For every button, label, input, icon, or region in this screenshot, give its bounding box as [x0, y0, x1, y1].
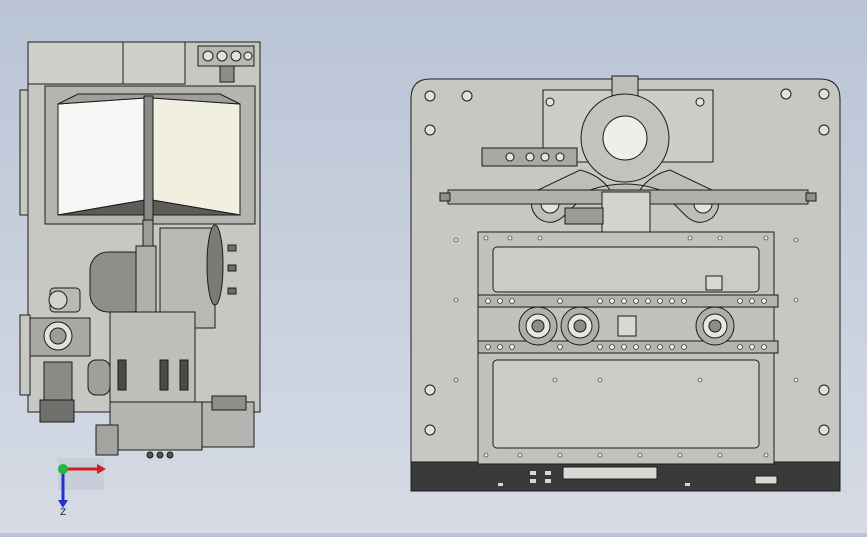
- carriage-slots: [117, 359, 189, 391]
- table-lower-pocket: [492, 359, 760, 449]
- base-indicators: [498, 471, 690, 486]
- front-view[interactable]: [410, 75, 841, 492]
- side-base-block: [109, 401, 203, 451]
- pulley-housing: [159, 227, 216, 329]
- sensor-hex: [617, 315, 637, 337]
- motor-cap: [135, 245, 157, 317]
- axis-x-arrowhead: [97, 464, 106, 474]
- bracket-bolt-left: [545, 97, 555, 107]
- yoke-arms: [531, 169, 719, 223]
- axis-y-arrow: [58, 464, 68, 474]
- bracket-bolt-right: [695, 97, 705, 107]
- side-top-block: [122, 41, 186, 85]
- hopper-right-face: [151, 97, 241, 216]
- axis-z-label: Z: [60, 508, 66, 518]
- rail-top: [477, 294, 779, 308]
- triad-shade: [58, 458, 104, 490]
- hopper-center-shaft: [143, 95, 154, 222]
- table-perimeter-holes: [453, 235, 799, 458]
- front-corner-bolts: [424, 88, 830, 436]
- table-upper-pocket: [492, 246, 760, 293]
- side-elbow-fittings: [29, 287, 91, 423]
- side-left-flange: [19, 89, 29, 216]
- pulley-wheel: [206, 224, 224, 306]
- axis-z-arrowhead: [58, 500, 68, 508]
- rail-holes: [485, 298, 767, 350]
- pulley-bolts: [227, 244, 237, 295]
- side-right-clamp: [211, 395, 247, 411]
- axis-triad: Z: [58, 458, 106, 518]
- roller-middle: [560, 306, 600, 346]
- side-roller: [87, 359, 111, 396]
- roller-left: [518, 306, 558, 346]
- side-base-bolts: [146, 451, 174, 459]
- hopper-left-face: [57, 97, 146, 216]
- shaft-end-left: [439, 192, 451, 202]
- roller-right: [695, 306, 735, 346]
- front-base-label: [562, 466, 658, 480]
- side-top-fittings: [197, 45, 255, 83]
- side-top-panel: [27, 41, 124, 85]
- side-base-plate: [95, 424, 119, 456]
- shaft-end-right: [805, 192, 817, 202]
- side-view[interactable]: [19, 41, 261, 459]
- sensor-stub: [564, 207, 604, 225]
- front-base-tab: [754, 475, 778, 485]
- valve-ports: [505, 152, 565, 162]
- rail-bottom: [477, 340, 779, 354]
- roller-bracket: [705, 275, 723, 291]
- side-bottom-flange: [19, 314, 31, 396]
- bearing-bore: [602, 115, 648, 161]
